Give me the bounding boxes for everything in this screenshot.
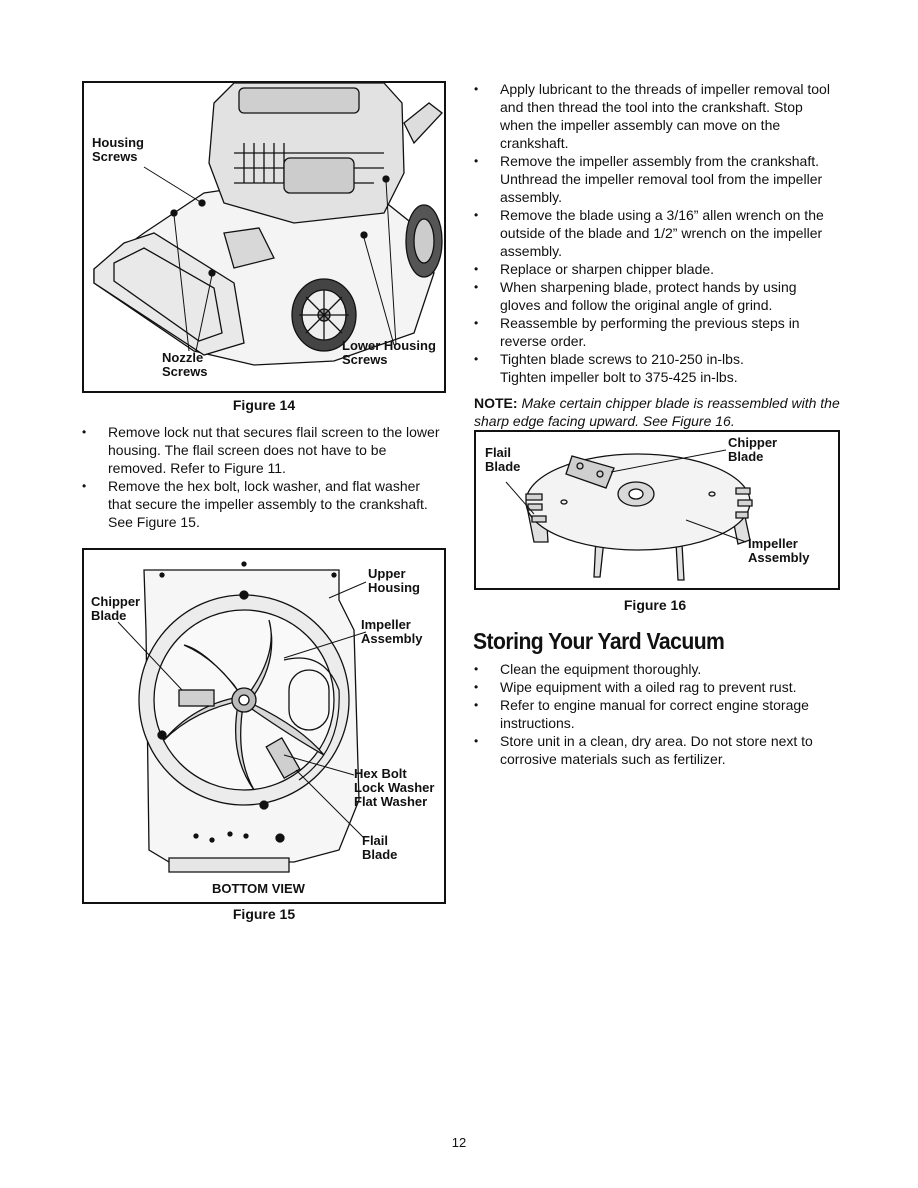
figure-16: Flail Blade Chipper Blade Impeller Assem… xyxy=(474,430,840,590)
label-flail-blade-16: Flail Blade xyxy=(485,445,521,474)
list-item: Reassemble by performing the previous st… xyxy=(474,314,840,350)
label-impeller-assembly: Impeller Assembly xyxy=(361,617,423,646)
left-instruction-list: Remove lock nut that secures flail scree… xyxy=(82,423,444,531)
label-nozzle-screws: Nozzle Screws xyxy=(162,350,208,379)
list-item: Replace or sharpen chipper blade. xyxy=(474,260,840,278)
figure-14-illustration xyxy=(93,83,443,366)
list-item: Remove lock nut that secures flail scree… xyxy=(82,423,444,477)
figure-15-illustration xyxy=(117,561,367,873)
list-item: Refer to engine manual for correct engin… xyxy=(474,696,840,732)
label-impeller-assembly-16: Impeller Assembly xyxy=(748,536,810,565)
list-item: Remove the impeller assembly from the cr… xyxy=(474,152,840,206)
note-label: NOTE: xyxy=(474,395,518,411)
label-chipper-blade-16: Chipper Blade xyxy=(728,435,778,464)
label-chipper-blade: Chipper Blade xyxy=(91,594,141,623)
list-item: Clean the equipment thoroughly. xyxy=(474,660,840,678)
figure-15: Upper Housing Chipper Blade Impeller Ass… xyxy=(82,548,446,904)
page-number: 12 xyxy=(451,1135,467,1150)
list-item: Tighten blade screws to 210-250 in-lbs. … xyxy=(474,350,840,386)
label-bottom-view: BOTTOM VIEW xyxy=(212,881,305,896)
label-upper-housing: Upper Housing xyxy=(368,566,420,595)
label-housing-screws: Housing Screws xyxy=(92,135,144,164)
list-item: Remove the hex bolt, lock washer, and fl… xyxy=(82,477,444,531)
list-item: Wipe equipment with a oiled rag to preve… xyxy=(474,678,840,696)
right-instruction-list: Apply lubricant to the threads of impell… xyxy=(474,80,840,386)
list-item: Apply lubricant to the threads of impell… xyxy=(474,80,840,152)
figure-16-caption: Figure 16 xyxy=(623,597,687,613)
label-flail-blade: Flail Blade xyxy=(362,833,398,862)
list-item: Store unit in a clean, dry area. Do not … xyxy=(474,732,840,768)
list-item: When sharpening blade, protect hands by … xyxy=(474,278,840,314)
label-lower-housing-screws: Lower Housing Screws xyxy=(342,338,436,367)
figure-15-caption: Figure 15 xyxy=(232,906,296,922)
figure-14: Housing Screws Nozzle Screws Lower Housi… xyxy=(82,81,446,393)
figure-14-caption: Figure 14 xyxy=(232,397,296,413)
section-title-storing: Storing Your Yard Vacuum xyxy=(473,628,725,654)
label-hex-bolt: Hex Bolt Lock Washer Flat Washer xyxy=(354,766,435,809)
list-item: Remove the blade using a 3/16” allen wre… xyxy=(474,206,840,260)
storing-list: Clean the equipment thoroughly. Wipe equ… xyxy=(474,660,840,768)
figure-16-illustration xyxy=(505,449,753,581)
note-text: Make certain chipper blade is reassemble… xyxy=(474,395,840,429)
note-paragraph: NOTE: Make certain chipper blade is reas… xyxy=(474,394,844,430)
